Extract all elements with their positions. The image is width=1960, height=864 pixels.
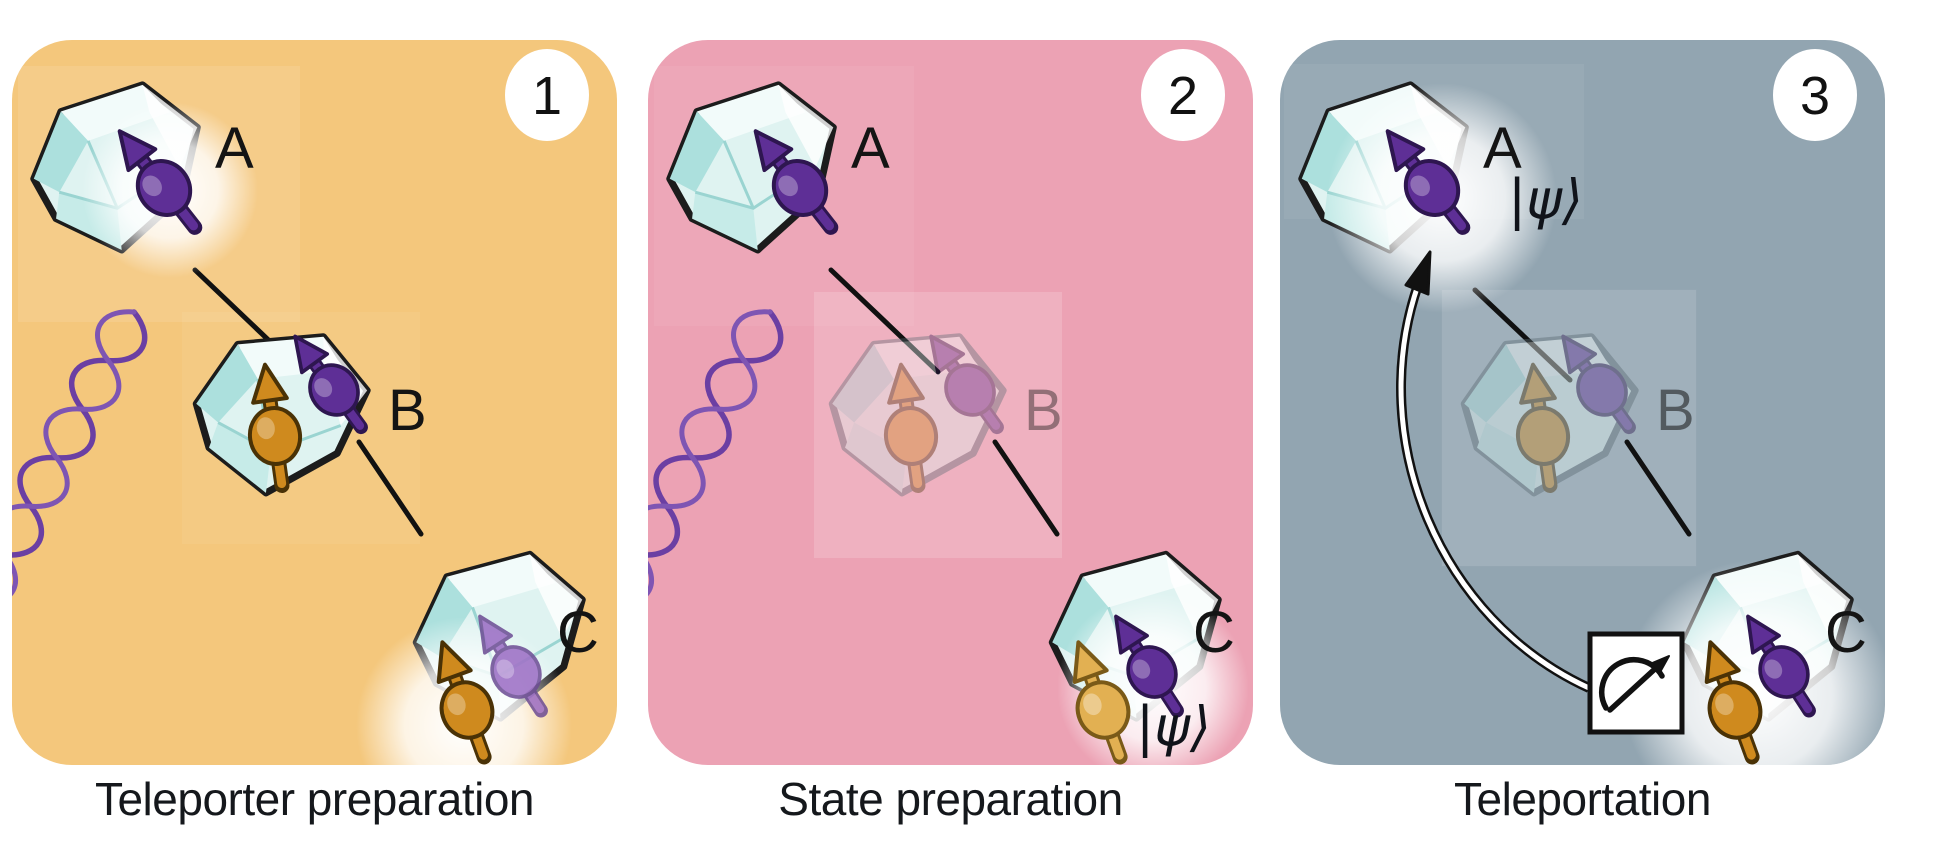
electron-spin-icon-a xyxy=(1385,129,1471,235)
node-label-c: C xyxy=(1193,600,1235,665)
diamond-b-ghost-group xyxy=(1460,333,1639,497)
measurement-gauge-icon xyxy=(1587,631,1685,735)
panel-2-art: A xyxy=(648,49,1249,765)
panel-1-art: A xyxy=(12,49,599,765)
electron-spin-icon-a xyxy=(753,129,839,235)
link-b-c xyxy=(356,439,424,537)
electron-spin-icon-c xyxy=(1746,614,1816,718)
entanglement-helix-icon xyxy=(12,309,148,752)
link-a-b xyxy=(1472,287,1573,383)
panel-step-1-teleporter-preparation: A xyxy=(12,40,617,765)
caption-step-1: Teleporter preparation xyxy=(94,773,535,825)
node-label-a: A xyxy=(1483,116,1522,181)
step-number: 3 xyxy=(1800,66,1830,126)
nuclear-spin-icon-c xyxy=(436,640,495,765)
electron-spin-icon-b xyxy=(293,334,368,435)
electron-spin-icon-a xyxy=(117,129,203,235)
node-label-a: A xyxy=(851,116,890,181)
step-number: 2 xyxy=(1168,66,1198,126)
node-label-b: B xyxy=(1656,378,1695,443)
node-label-b: B xyxy=(388,378,427,443)
link-b-c xyxy=(992,439,1060,537)
link-b-c xyxy=(1624,439,1692,537)
link-a-b xyxy=(828,267,941,375)
panel-3-art: B xyxy=(1284,49,1885,765)
nuclear-spin-icon-c xyxy=(1704,640,1763,765)
step-badge: 2 xyxy=(1141,49,1225,141)
tile-b xyxy=(814,292,1062,558)
tile-b xyxy=(1442,290,1696,566)
electron-spin-icon-c xyxy=(478,614,548,718)
diamond-icon-b xyxy=(828,333,1007,497)
teleportation-arrow-icon xyxy=(1396,250,1592,693)
node-label-c: C xyxy=(1825,600,1867,665)
entanglement-helix-icon xyxy=(648,309,784,752)
step-badge: 1 xyxy=(505,49,589,141)
panel-step-2-state-preparation: A xyxy=(648,40,1253,765)
step-number: 1 xyxy=(532,66,562,126)
nuclear-spin-icon-b xyxy=(1515,362,1571,494)
node-label-c: C xyxy=(557,600,599,665)
caption-step-2: State preparation xyxy=(778,773,1123,825)
psi-state-label-a: |ψ⟩ xyxy=(1508,168,1583,231)
node-label-a: A xyxy=(215,116,254,181)
diamond-b-ghost-group xyxy=(828,333,1007,497)
electron-spin-icon-b xyxy=(1561,334,1636,435)
node-label-b: B xyxy=(1024,378,1063,443)
nuclear-spin-icon-c xyxy=(1072,640,1131,765)
nuclear-spin-icon-b xyxy=(883,362,939,494)
electron-spin-icon-b xyxy=(929,334,1004,435)
diamond-icon-b xyxy=(1460,333,1639,497)
glow-c xyxy=(1623,560,1885,765)
psi-state-label-c: |ψ⟩ xyxy=(1136,695,1211,758)
caption-step-3: Teleportation xyxy=(1454,773,1711,825)
electron-spin-icon-c xyxy=(1114,614,1184,718)
nuclear-spin-icon-b xyxy=(247,362,303,494)
panel-step-3-teleportation: B xyxy=(1280,40,1885,765)
step-badge: 3 xyxy=(1773,49,1857,141)
